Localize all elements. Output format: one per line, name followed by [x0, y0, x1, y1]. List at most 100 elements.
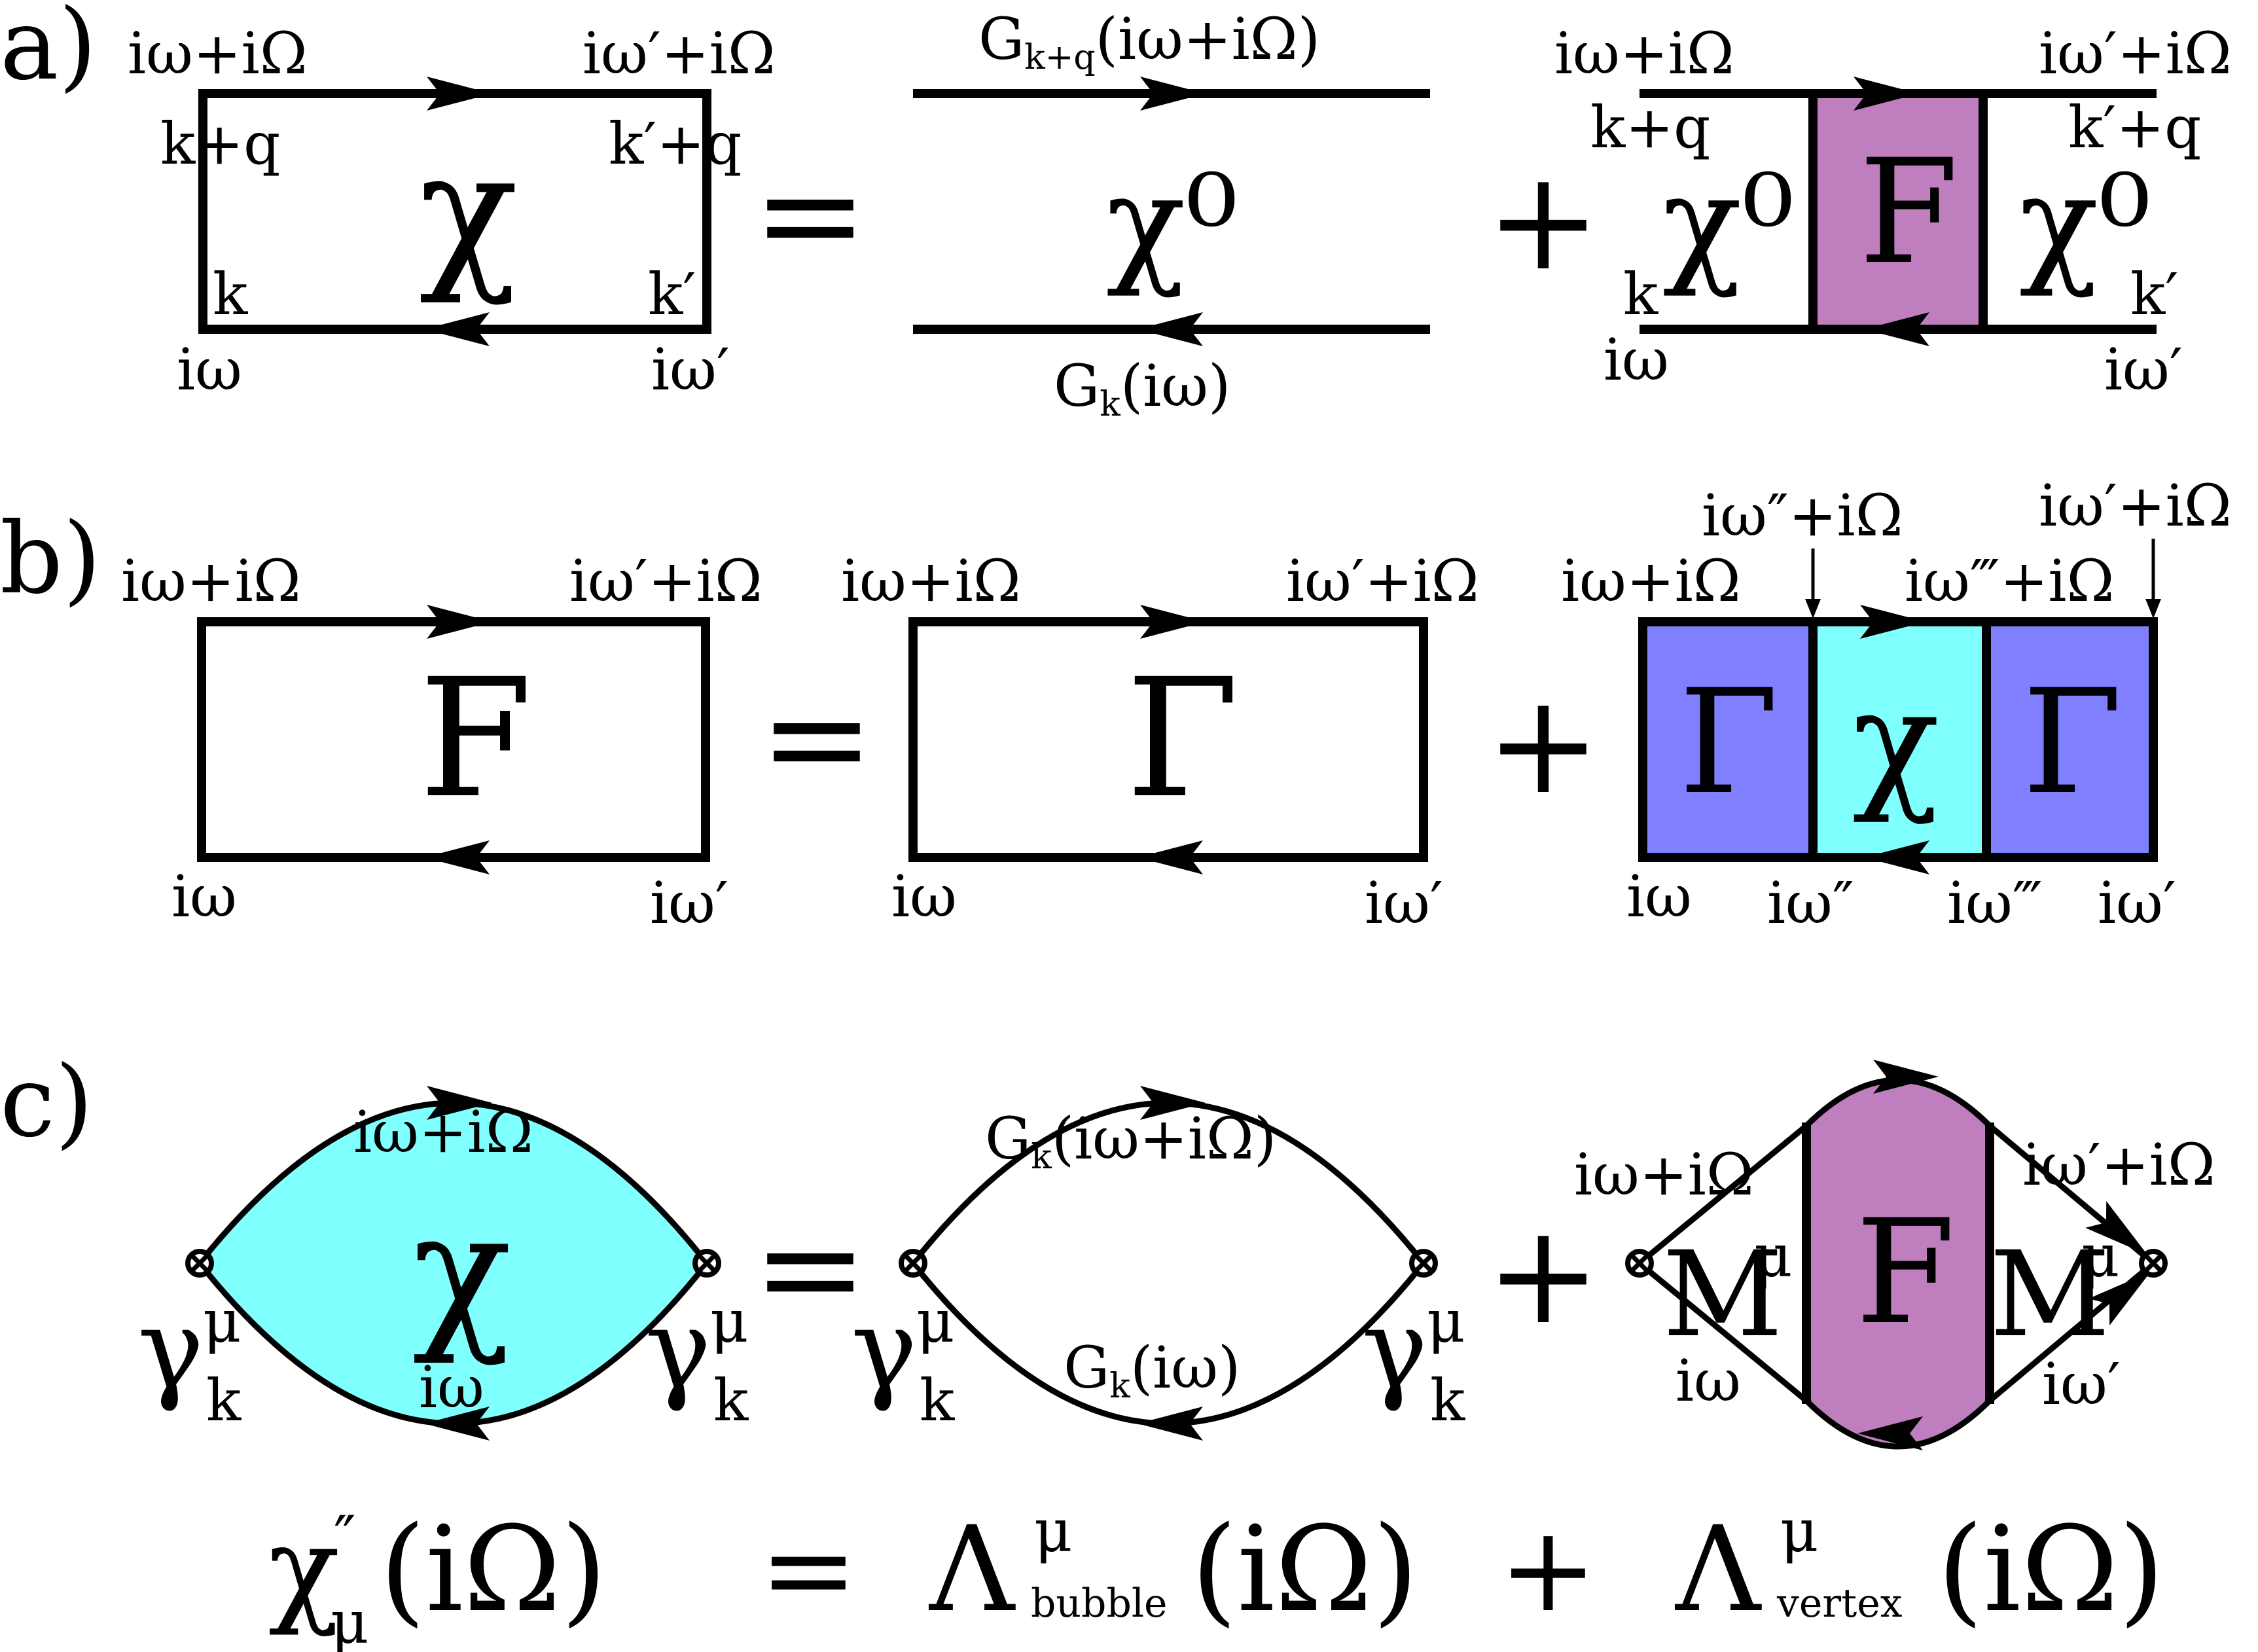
vertex-left-sub: k: [206, 1367, 242, 1434]
vertex-left-label: γ: [851, 1285, 918, 1414]
eq-term2-sup: μ: [1780, 1497, 1819, 1566]
equals-sign-a: =: [753, 134, 868, 295]
label-bottom-left: iω: [1676, 1347, 1741, 1414]
chi-loop-c: χ iω+iΩ iω γ μ k γ μ k: [137, 1086, 749, 1441]
eq-lhs-sub: μ: [331, 1589, 369, 1652]
label-top-left: iω+iΩ: [1561, 547, 1741, 615]
bubble-loop-c: Gk(iω+iΩ) Gk(iω) γ μ k γ μ k: [851, 1086, 1465, 1441]
propagator-symbol: G: [1064, 1334, 1109, 1401]
propagator-argument: (iω+iΩ): [1052, 1105, 1276, 1172]
M-left-sup: μ: [1754, 1222, 1793, 1291]
vertex-otimes-icon: [188, 1251, 211, 1275]
label-bottom-left: iω: [177, 336, 242, 403]
chi-symbol: χ: [419, 117, 518, 307]
vertex-left-sup: μ: [916, 1287, 955, 1356]
propagator-subscript: k: [1031, 1138, 1052, 1177]
eq-equals: =: [759, 1501, 858, 1638]
vertex-otimes-icon: [695, 1251, 719, 1275]
Gamma-box-b: Γ iω+iΩ iω′+iΩ iω iω′: [841, 547, 1479, 937]
label-in-bottom-left: k: [1623, 260, 1658, 328]
eq-lhs-sup: ″: [334, 1503, 356, 1572]
F-symbol: F: [1855, 1189, 1956, 1356]
eq-lhs-arg: (iΩ): [380, 1501, 607, 1638]
ladder-a: χ⁰ F χ⁰ iω+iΩ iω′+iΩ k+q k′+q k k′ iω iω…: [1554, 20, 2232, 403]
F-symbol: F: [419, 643, 532, 834]
propagator-argument: (iω): [1130, 1334, 1241, 1401]
propagator-top-label: Gk+q(iω+iΩ): [978, 5, 1320, 77]
ladder-mid-symbol: χ: [1852, 658, 1939, 826]
label-top-left: iω+iΩ: [841, 547, 1021, 615]
label-bottom-left: iω: [171, 863, 237, 930]
label-top-left: iω+iΩ: [1574, 1141, 1754, 1208]
propagator-argument: (iω): [1120, 352, 1231, 420]
eq-term1-arg: (iΩ): [1191, 1501, 1418, 1638]
propagator-subscript: k+q: [1024, 38, 1095, 77]
propagator-top-label: Gk(iω+iΩ): [985, 1105, 1276, 1177]
vertex-loop-c: F M μ M μ iω+iΩ iω′+iΩ iω iω′: [1574, 1060, 2215, 1450]
label-top-left: iω+iΩ: [121, 547, 301, 615]
label-top-right: iω′+iΩ: [2022, 1131, 2215, 1198]
gamma-symbol: γ: [645, 1285, 711, 1414]
eq-plus: +: [1499, 1501, 1598, 1638]
ladder-left-symbol: χ⁰: [1662, 147, 1794, 300]
eq-term2-sub: vertex: [1776, 1581, 1903, 1626]
label-above-mid-right: iω′+iΩ: [2039, 472, 2232, 539]
ladder-left-symbol: Γ: [1679, 658, 1779, 826]
eq-term2-arg: (iΩ): [1937, 1501, 2164, 1638]
vertex-right-sub: k: [713, 1367, 749, 1434]
eq-term1: Λ: [928, 1501, 1016, 1638]
label-bottom-right: iω′: [1365, 869, 1443, 937]
plus-sign-c: +: [1486, 1194, 1601, 1355]
propagator-symbol: G: [1054, 352, 1100, 420]
label-top-mid: iω‴+iΩ: [1905, 547, 2115, 615]
row-a-label: a): [0, 0, 97, 102]
propagator-subscript: k: [1100, 385, 1120, 424]
label-bottom-left: iω: [1626, 863, 1692, 930]
equation-line: χ ″ μ (iΩ) = Λ μ bubble (iΩ) + Λ μ verte…: [268, 1497, 2164, 1652]
eq-term2: Λ: [1674, 1501, 1762, 1638]
equals-sign-c: =: [753, 1188, 868, 1348]
equals-sign-b: =: [759, 658, 874, 818]
M-left-symbol: M: [1662, 1227, 1783, 1363]
propagator-bottom-label: Gk(iω): [1064, 1334, 1240, 1406]
vertex-right-sup: μ: [1427, 1287, 1465, 1356]
label-top-right: iω′+iΩ: [2039, 20, 2232, 87]
label-bottom-left: iω: [891, 863, 957, 930]
label-top-left: iω+iΩ: [1554, 20, 1734, 87]
row-c: c) χ iω+iΩ iω γ μ k γ μ k = Gk(: [0, 1045, 2215, 1450]
vertex-otimes-icon: [2142, 1251, 2165, 1275]
chi0-bubble-a: χ⁰ Gk+q(iω+iΩ) Gk(iω): [913, 5, 1430, 424]
label-in-top-left: k+q: [1590, 94, 1710, 161]
label-in-bottom-left: k: [213, 260, 248, 328]
vertex-left-label: γ: [137, 1285, 204, 1414]
label-in-top-right: k′+q: [609, 110, 742, 177]
label-top-right: iω′+iΩ: [582, 20, 776, 87]
vertex-otimes-icon: [1628, 1251, 1651, 1275]
label-bottom-right: iω′: [650, 869, 728, 937]
label-bottom: iω: [419, 1354, 484, 1421]
ladder-right-symbol: Γ: [2022, 658, 2123, 826]
propagator-argument: (iω+iΩ): [1096, 5, 1320, 73]
label-bottom-mid-right: iω‴: [1947, 869, 2043, 937]
ladder-b: Γ χ Γ iω+iΩ iω″+iΩ iω′+iΩ iω‴+iΩ iω iω″ …: [1561, 472, 2232, 937]
chi0-symbol: χ⁰: [1106, 147, 1238, 300]
vertex-left-sub: k: [920, 1367, 955, 1434]
label-top-right: iω′+iΩ: [569, 547, 762, 615]
label-in-bottom-right: k′: [648, 260, 696, 328]
vertex-otimes-icon: [901, 1251, 925, 1275]
propagator-bottom-label: Gk(iω): [1054, 352, 1230, 424]
label-top-right: iω′+iΩ: [1286, 547, 1479, 615]
label-above-mid-left: iω″+iΩ: [1702, 482, 1903, 549]
row-b: b) F iω+iΩ iω′+iΩ iω iω′ = Γ iω+iΩ iω′+i…: [0, 472, 2232, 937]
F-box-b: F iω+iΩ iω′+iΩ iω iω′: [121, 547, 762, 937]
propagator-subscript: k: [1109, 1367, 1130, 1406]
propagator-symbol: G: [985, 1105, 1031, 1172]
label-bottom-left: iω: [1604, 326, 1669, 393]
M-right-symbol: M: [1990, 1227, 2110, 1363]
eq-term1-sup: μ: [1034, 1497, 1073, 1566]
label-in-top-right: k′+q: [2068, 94, 2201, 161]
vertex-right-sup: μ: [710, 1287, 749, 1356]
label-bottom-right: iω′: [2104, 336, 2183, 403]
vertex-left-sup: μ: [203, 1287, 242, 1356]
